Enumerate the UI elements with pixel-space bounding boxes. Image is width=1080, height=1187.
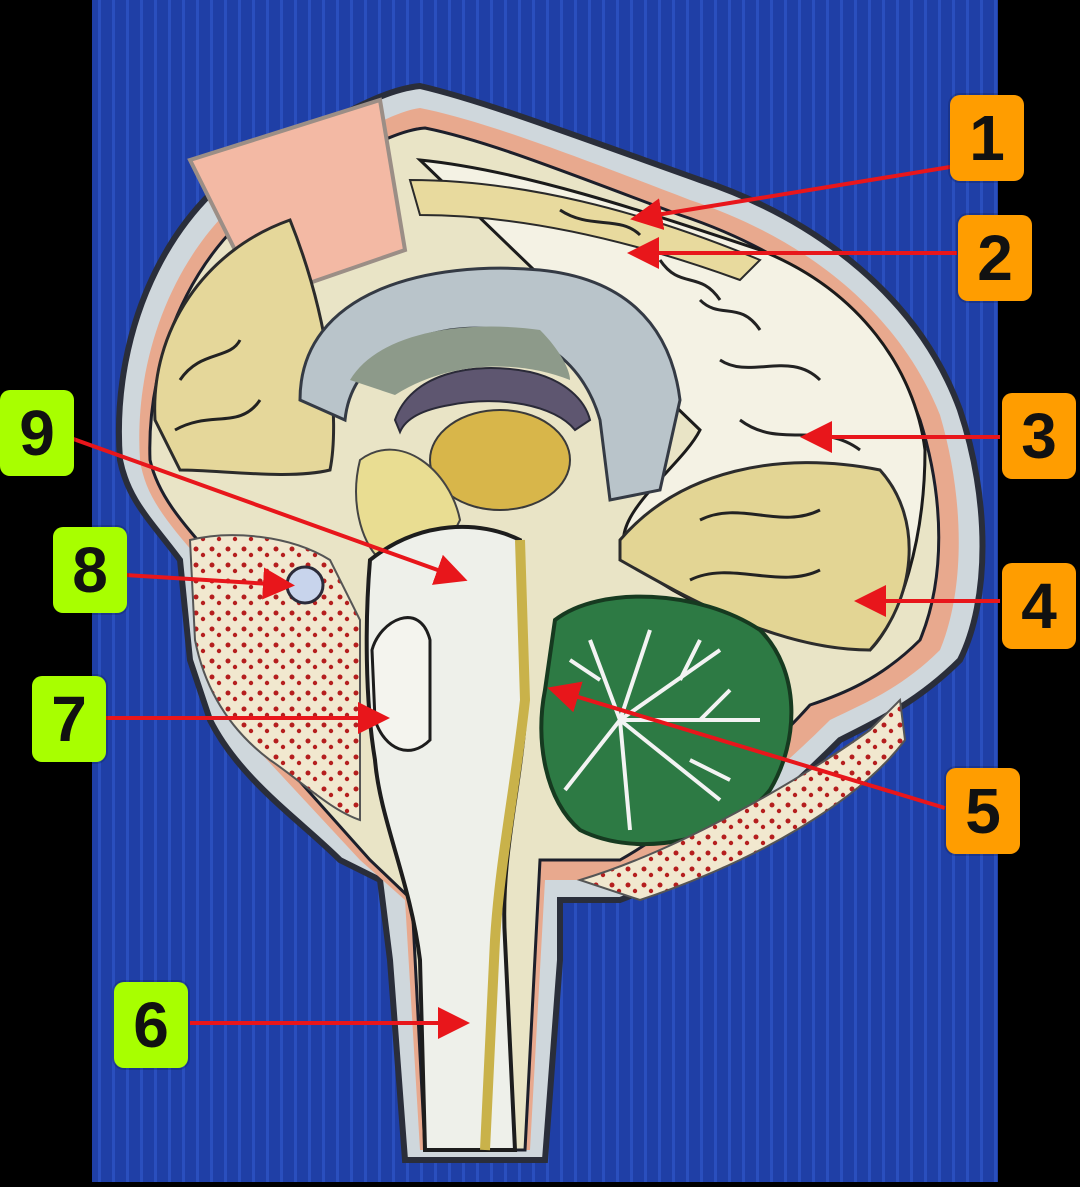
label-8-text: 8	[72, 534, 108, 606]
label-7: 7	[32, 676, 106, 762]
arbor-vitae	[563, 629, 760, 831]
label-3-text: 3	[1021, 400, 1057, 472]
label-6: 6	[114, 982, 188, 1068]
label-8: 8	[53, 527, 127, 613]
pituitary-gland	[285, 565, 325, 605]
arrow-1	[630, 165, 951, 230]
septum-pellucidum	[350, 326, 570, 395]
label-5-text: 5	[965, 775, 1001, 847]
label-4-text: 4	[1021, 570, 1057, 642]
label-7-text: 7	[51, 683, 87, 755]
label-1-text: 1	[969, 102, 1005, 174]
label-6-text: 6	[133, 989, 169, 1061]
label-2-text: 2	[977, 222, 1013, 294]
label-9: 9	[0, 390, 74, 476]
thalamus	[429, 409, 571, 511]
arrow-9	[64, 434, 468, 585]
sphenoid-region	[188, 534, 361, 822]
label-9-text: 9	[19, 397, 55, 469]
label-4: 4	[1002, 563, 1076, 649]
arrow-5	[547, 681, 946, 810]
label-3: 3	[1002, 393, 1076, 479]
aqueduct-line	[480, 539, 531, 1151]
occipital-bone	[576, 697, 907, 902]
fornix	[393, 367, 592, 435]
annotation-arrows	[64, 165, 1000, 1039]
label-2: 2	[958, 215, 1032, 301]
pons	[370, 616, 432, 752]
arrow-8	[124, 567, 295, 600]
label-5: 5	[946, 768, 1020, 854]
label-1: 1	[950, 95, 1024, 181]
